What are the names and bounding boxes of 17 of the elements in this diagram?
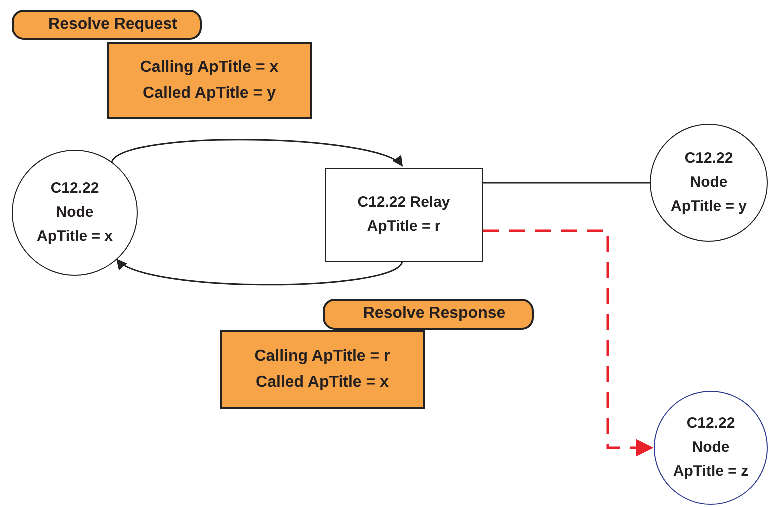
dashed-arrow: [483, 230, 654, 457]
tab-label: [12, 10, 202, 40]
node-label: Calling ApTitle = r Called ApTitle = x: [254, 346, 392, 392]
relay-box: [325, 168, 483, 262]
node-label: C12.22 Node ApTitle = z: [672, 414, 750, 482]
message-box: [220, 330, 425, 409]
node-label: Resolve Request: [48, 15, 178, 35]
node-label: Resolve Response: [363, 304, 506, 324]
arrow: [116, 259, 403, 286]
connector-line: [483, 182, 650, 184]
node-label: Calling ApTitle = x Called ApTitle = y: [139, 58, 280, 104]
tab-label: [323, 299, 534, 330]
node-label: C12.22 Node ApTitle = y: [670, 149, 748, 217]
node-label: C12.22 Relay ApTitle = r: [356, 193, 452, 237]
message-box: [107, 42, 312, 119]
arrow: [112, 139, 404, 167]
node-label: C12.22 Node ApTitle = x: [36, 179, 114, 247]
